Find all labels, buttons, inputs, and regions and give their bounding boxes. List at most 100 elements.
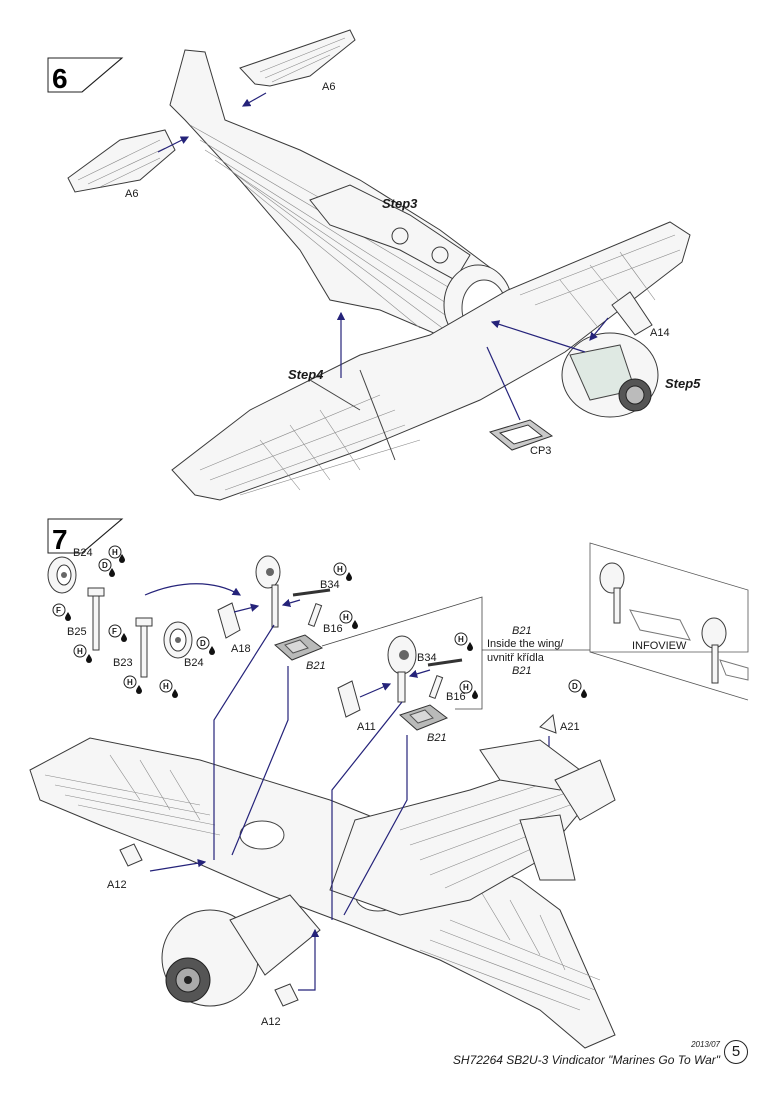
bay-b21-right: [399, 704, 449, 731]
svg-text:H: H: [337, 565, 343, 574]
label-a12-left: A12: [107, 879, 127, 891]
leader-bay-left: [231, 666, 289, 856]
svg-text:D: D: [572, 682, 578, 691]
arrow-wheel-move: [144, 583, 242, 596]
label-b34-right: B34: [417, 652, 437, 664]
step7-marker: 7: [47, 518, 124, 555]
label-step5: Step5: [665, 376, 701, 391]
wing-step6: [171, 221, 691, 501]
label-b25: B25: [67, 626, 87, 638]
arrow-b34-left: [281, 598, 301, 607]
arrow-a14: [589, 317, 609, 341]
rod-b16-right: [428, 674, 444, 700]
label-b16-left: B16: [323, 623, 343, 635]
label-a21: A21: [560, 721, 580, 733]
svg-text:D: D: [102, 561, 108, 570]
badge-h-5: H: [333, 562, 352, 581]
step6-marker: 6: [47, 57, 124, 94]
label-inside-wing: Inside the wing/: [487, 638, 564, 650]
bay-b21-left: [274, 634, 324, 661]
badge-h-2: H: [73, 644, 92, 663]
badge-h-8: H: [459, 680, 478, 699]
label-a6-left: A6: [125, 188, 138, 200]
arrow-a6-left: [157, 136, 190, 153]
label-a14: A14: [650, 327, 670, 339]
footer-date: 2013/07: [691, 1040, 720, 1049]
label-b21-mid: B21: [512, 665, 532, 677]
label-b21-right: B21: [427, 732, 447, 744]
svg-text:F: F: [112, 627, 117, 636]
label-b16-right: B16: [446, 691, 466, 703]
infoview-panel: [589, 542, 749, 701]
badge-f-1: F: [52, 603, 71, 621]
door-a18: [217, 602, 241, 639]
svg-text:D: D: [200, 639, 206, 648]
label-b21-left: B21: [306, 660, 326, 672]
label-infoview: INFOVIEW: [632, 640, 687, 652]
svg-text:H: H: [127, 678, 133, 687]
fairing-a12-left: [119, 843, 143, 867]
badge-h-6: H: [339, 610, 358, 629]
label-a11: A11: [357, 721, 376, 733]
page-number: 5: [724, 1040, 748, 1064]
rod-b34-left: [292, 588, 331, 597]
svg-text:H: H: [463, 683, 469, 692]
label-b23: B23: [113, 657, 133, 669]
badge-d-2: D: [196, 636, 215, 655]
arrow-a6-top: [241, 92, 267, 107]
arrow-b34-right: [408, 669, 431, 678]
engine-step7: [161, 894, 321, 1007]
line-cp3: [486, 346, 521, 421]
badge-h-4: H: [159, 679, 178, 698]
label-step4: Step4: [288, 367, 324, 382]
wheel-b24-right: [163, 621, 193, 659]
svg-text:H: H: [343, 613, 349, 622]
rod-b34-right: [427, 658, 463, 667]
wheel-assembly-right: [387, 635, 417, 703]
label-b34-left: B34: [320, 579, 340, 591]
arrow-step5: [490, 320, 586, 353]
label-a18: A18: [231, 643, 251, 655]
svg-text:H: H: [77, 647, 83, 656]
part-cp3: [488, 419, 554, 451]
fuselage-step6: [169, 49, 513, 346]
strut-b25: [87, 587, 105, 651]
antenna-a21: [539, 714, 557, 734]
label-b24-right: B24: [184, 657, 204, 669]
step7-number: 7: [52, 524, 68, 555]
label-cp3: CP3: [530, 445, 551, 457]
leader-strut-right: [331, 701, 403, 920]
leader-box: [321, 596, 483, 710]
label-a6-top: A6: [322, 81, 335, 93]
strut-b23: [135, 617, 153, 678]
badge-d-1: D: [98, 558, 115, 577]
arrow-a12-left: [149, 859, 207, 872]
arrow-a11: [359, 683, 392, 698]
part-a14: [611, 291, 653, 336]
arrow-a12-bottom: [298, 928, 320, 991]
footer-title: SH72264 SB2U-3 Vindicator "Marines Go To…: [452, 1053, 720, 1067]
label-step3: Step3: [382, 196, 418, 211]
svg-text:H: H: [458, 635, 464, 644]
svg-text:H: H: [112, 548, 118, 557]
badge-h-3: H: [123, 675, 142, 694]
label-inside-wing-cz: uvnitř křídla: [487, 652, 545, 664]
step6-number: 6: [52, 63, 68, 94]
arrow-a18: [233, 603, 260, 613]
rod-b16-left: [307, 602, 323, 628]
door-a11: [337, 680, 361, 718]
engine-cowling: [561, 332, 659, 418]
badge-h-7: H: [454, 632, 473, 651]
fuselage-step7: [329, 739, 616, 916]
wheel-b24-left: [47, 556, 77, 594]
label-a12-bottom: A12: [261, 1016, 281, 1028]
leader-bay-right: [343, 735, 408, 916]
label-b24-left: B24: [73, 547, 93, 559]
badge-d-3: D: [568, 679, 587, 698]
tailplane-top: [239, 29, 356, 87]
badge-f-2: F: [108, 624, 127, 642]
label-b21-top: B21: [512, 625, 532, 637]
leader-strut-left: [213, 624, 275, 860]
